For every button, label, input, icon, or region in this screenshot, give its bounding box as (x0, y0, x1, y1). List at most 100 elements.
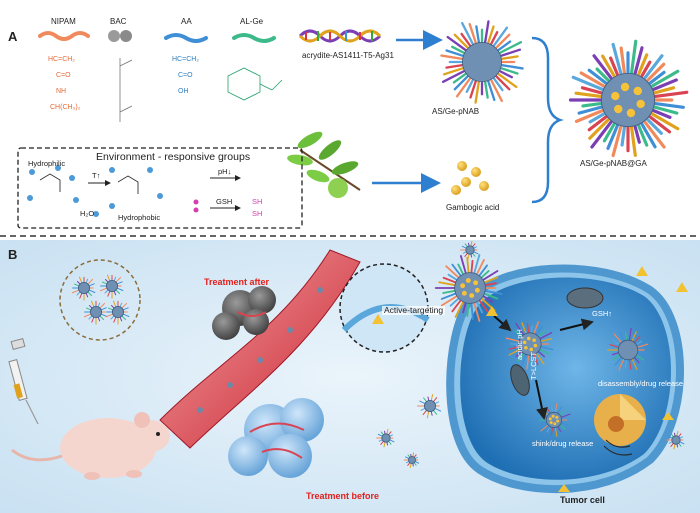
particle-spike (474, 259, 485, 278)
gambogic-dot (614, 104, 623, 114)
particle-core (671, 435, 681, 445)
particle-spike (483, 20, 490, 47)
particle-spike (86, 278, 94, 286)
particle-spike (635, 119, 649, 147)
particle-spike (644, 112, 672, 134)
aa-atom-3: OH (178, 88, 189, 95)
internalize-arrow (493, 315, 512, 332)
er-structure (603, 439, 633, 456)
gambogic-dot (633, 86, 642, 96)
particle-spike (445, 63, 467, 69)
particle-spike (635, 343, 649, 349)
particle-spike (454, 298, 466, 318)
particle-spike (635, 53, 649, 81)
particle-spike (630, 331, 637, 343)
gsh-release-arrow (559, 318, 594, 331)
particle-spike (646, 69, 680, 91)
particle-spike (446, 35, 470, 54)
sh-label-1: SH (252, 197, 263, 206)
nipam-atom-1: HC=CH₂ (48, 56, 76, 63)
particle-spike (440, 54, 467, 61)
particle-spike (521, 322, 528, 336)
particle-core (545, 411, 563, 429)
active-targeting-label: Active-targeting (382, 305, 446, 315)
particle-spike (635, 351, 649, 357)
particle-spike (470, 300, 474, 321)
bac-structure (119, 58, 133, 122)
targeting-particle (434, 254, 503, 322)
particle-spike (619, 46, 627, 79)
particle-spike (497, 63, 524, 70)
gambogic-dot (551, 414, 555, 418)
tumor-cell-label: Tumor cell (560, 495, 605, 505)
particle-spike (538, 338, 553, 343)
h2o-label: H₂O (80, 209, 95, 218)
particle-spike (490, 26, 509, 50)
particle-spike (426, 410, 430, 419)
particle-spike (455, 74, 474, 98)
particle-spike (440, 291, 459, 300)
receptors (372, 266, 688, 492)
particle-spike (629, 39, 638, 79)
particle-spike (628, 357, 632, 370)
particle-spike (486, 76, 496, 102)
aptamer-helix (298, 29, 382, 43)
particle-spike (488, 75, 503, 103)
nipam-chain (38, 31, 90, 41)
gambogic-dot (529, 347, 534, 352)
gamboge-plant (287, 131, 361, 198)
particle-spike (105, 313, 115, 318)
particle-core (112, 305, 125, 318)
particle-spike (619, 331, 626, 343)
particle-spike (475, 25, 481, 47)
mitochondrion-1 (566, 287, 604, 309)
particle-spike (613, 333, 624, 345)
bracket (531, 36, 564, 204)
particle-spike (453, 72, 472, 91)
particle-spike (451, 297, 463, 313)
gambogic-dot (524, 346, 528, 350)
particle-spike (554, 403, 558, 415)
particle-core (461, 42, 502, 83)
bac-spheres (108, 30, 132, 42)
sh-label-2: SH (252, 209, 263, 218)
as-ge-pnab-particle (440, 20, 524, 104)
final-label: AS/Ge-pNAB@GA (580, 159, 647, 168)
particle-spike (579, 71, 610, 91)
gambogic-dot (473, 280, 479, 286)
gambogic-dot (556, 419, 560, 423)
bac-label: BAC (110, 17, 127, 26)
gambogic-dot (461, 290, 467, 296)
particle-spike (574, 107, 609, 123)
tumor-after (212, 286, 276, 340)
particle-core (601, 73, 656, 128)
particle-core (78, 281, 91, 294)
gambogic-dot (474, 287, 480, 293)
particle-spike (590, 116, 616, 149)
particle-spike (648, 104, 679, 115)
water-dots (27, 165, 163, 217)
particle-spike (630, 357, 638, 370)
particle-spike (601, 54, 619, 82)
panel-label-b: B (8, 247, 18, 262)
particle-spike (445, 49, 468, 58)
injection-inset (59, 259, 141, 341)
particle-spike (649, 90, 689, 99)
particle-spike (642, 62, 666, 86)
gambogic-dot (549, 421, 553, 425)
as-ge-pnab-ga-particle (568, 39, 689, 158)
particle-spike (526, 352, 530, 370)
gambogic-dot (465, 278, 471, 283)
gambogic-dot (526, 336, 531, 341)
particle-spike (494, 70, 518, 89)
particle-spike (483, 77, 489, 99)
gsh-arrow-label: GSH (216, 197, 233, 206)
gambogic-label: Gambogic acid (446, 203, 500, 212)
particle-spike (588, 114, 614, 140)
particle-spike (495, 41, 523, 56)
aa-chain (164, 33, 208, 43)
particle-spike (509, 333, 523, 341)
particle-spike (618, 357, 626, 371)
env-box-title: Environment - responsive groups (96, 151, 251, 163)
particle-core (518, 332, 542, 356)
